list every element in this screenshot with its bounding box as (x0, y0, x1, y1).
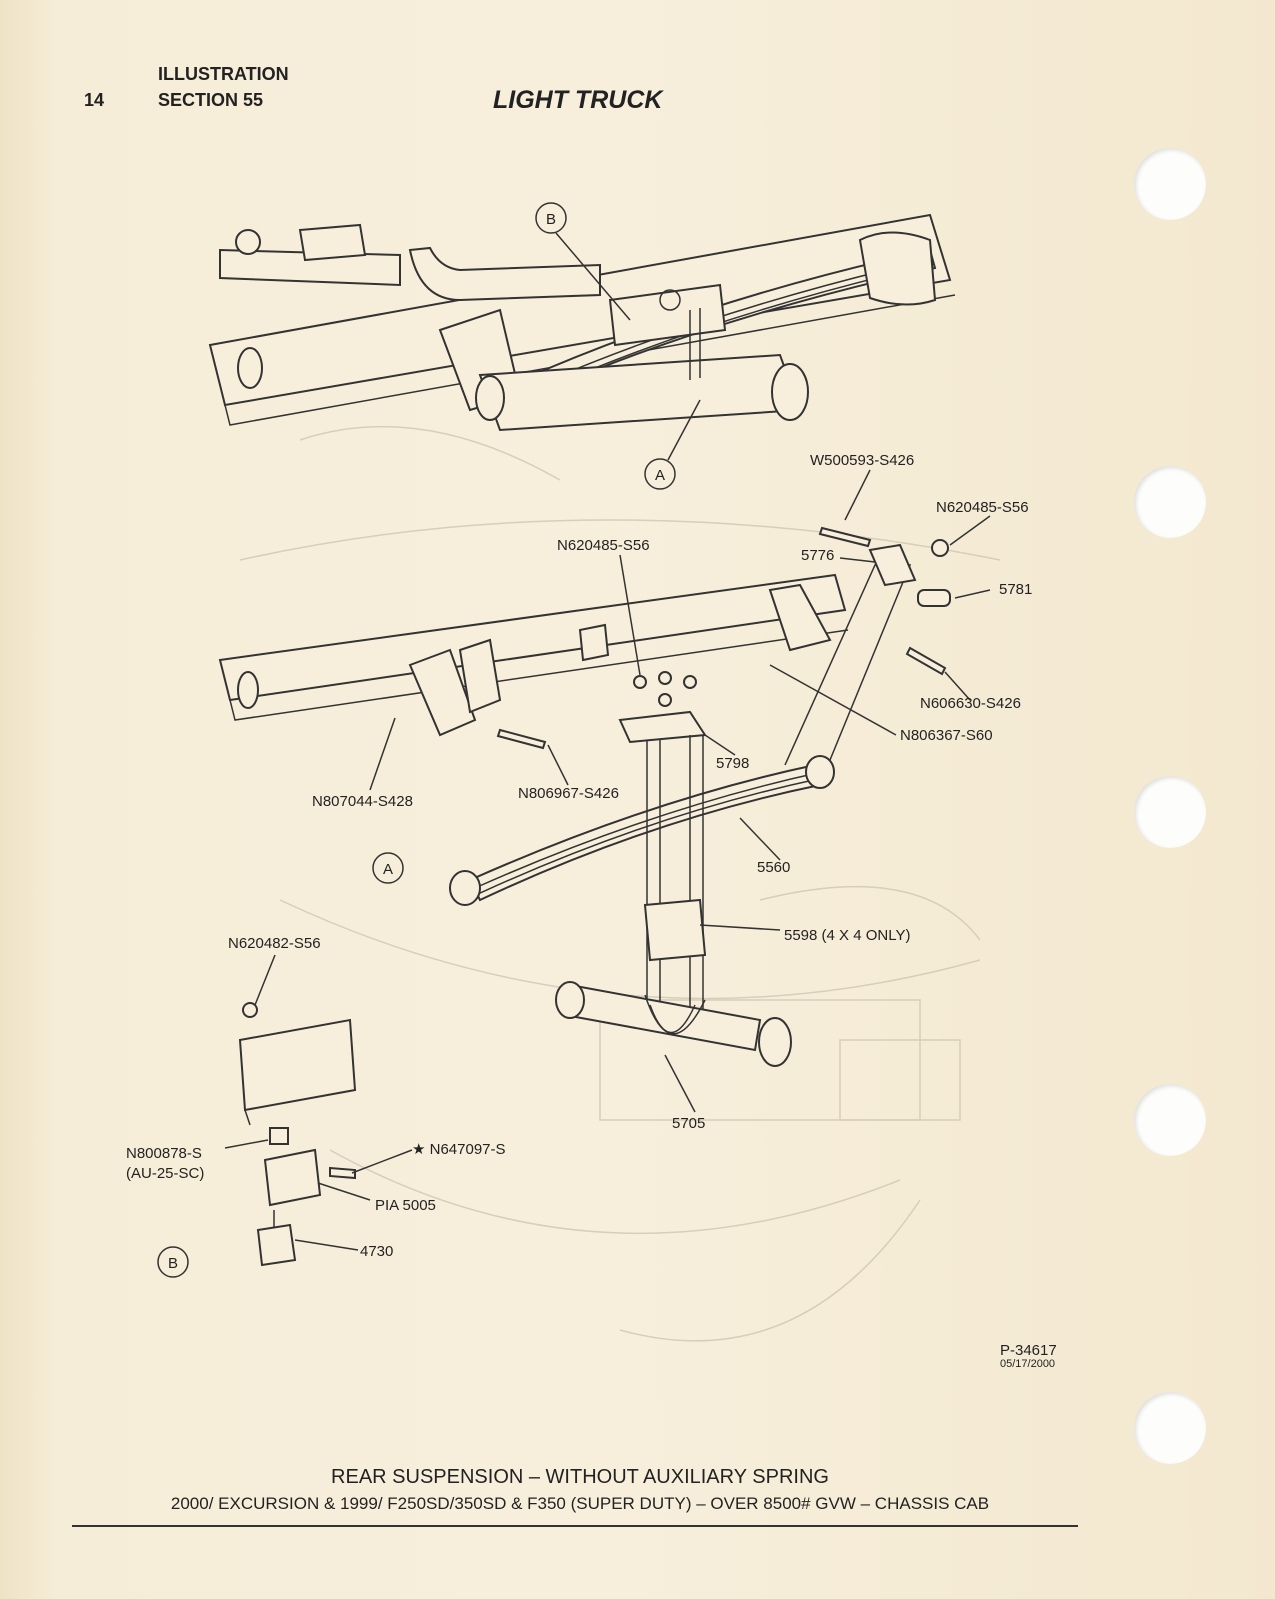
footer-title: REAR SUSPENSION – WITHOUT AUXILIARY SPRI… (331, 1466, 829, 1488)
illustration-heading: ILLUSTRATION (158, 64, 289, 84)
label-pia-5005: PIA 5005 (375, 1197, 436, 1214)
label-5560: 5560 (757, 859, 790, 876)
top-assembly (208, 213, 956, 432)
label-5705: 5705 (672, 1115, 705, 1132)
detail-b (238, 1002, 357, 1267)
page-number: 14 (84, 90, 105, 110)
callout-b-top: B (535, 202, 567, 234)
drawing-date: 05/17/2000 (1000, 1358, 1056, 1370)
svg-text:A: A (655, 467, 665, 484)
footer-rule (72, 1525, 1078, 1527)
label-n620482-s56: N620482-S56 (228, 935, 321, 952)
label-n807044-s428: N807044-S428 (312, 793, 413, 810)
label-5598: 5598 (4 X 4 ONLY) (784, 927, 910, 944)
drawing-id: P-34617 (1000, 1342, 1057, 1359)
label-5776: 5776 (801, 547, 834, 564)
callout-a-mid: A (372, 852, 404, 884)
label-n647097-s: ★ N647097-S (412, 1141, 506, 1158)
svg-text:B: B (168, 1255, 178, 1272)
label-n800878-sub: (AU-25-SC) (126, 1165, 204, 1182)
binder-hole-2 (1134, 466, 1206, 538)
label-5781: 5781 (999, 581, 1032, 598)
binder-hole-3 (1134, 776, 1206, 848)
label-n806367-s60: N806367-S60 (900, 727, 993, 744)
binder-hole-1 (1134, 148, 1206, 220)
callout-b-low: B (157, 1246, 189, 1278)
page-title: LIGHT TRUCK (493, 86, 663, 114)
label-n800878-s: N800878-S (126, 1145, 202, 1162)
label-n606630-s426: N606630-S426 (920, 695, 1021, 712)
svg-text:B: B (546, 211, 556, 228)
binder-hole-5 (1134, 1392, 1206, 1464)
label-5798: 5798 (716, 755, 749, 772)
exploded-view (218, 526, 951, 1067)
svg-text:A: A (383, 861, 393, 878)
footer-subtitle: 2000/ EXCURSION & 1999/ F250SD/350SD & F… (170, 1494, 990, 1513)
label-n620485-s56-mid: N620485-S56 (557, 537, 650, 554)
label-n806967-s426: N806967-S426 (518, 785, 619, 802)
label-w500593-s426: W500593-S426 (810, 452, 914, 469)
leader-lines (224, 469, 991, 1251)
section-heading: SECTION 55 (158, 90, 264, 110)
binder-hole-4 (1134, 1084, 1206, 1156)
callout-a-top: A (644, 458, 676, 490)
label-n620485-s56-right: N620485-S56 (936, 499, 1029, 516)
label-4730: 4730 (360, 1243, 393, 1260)
